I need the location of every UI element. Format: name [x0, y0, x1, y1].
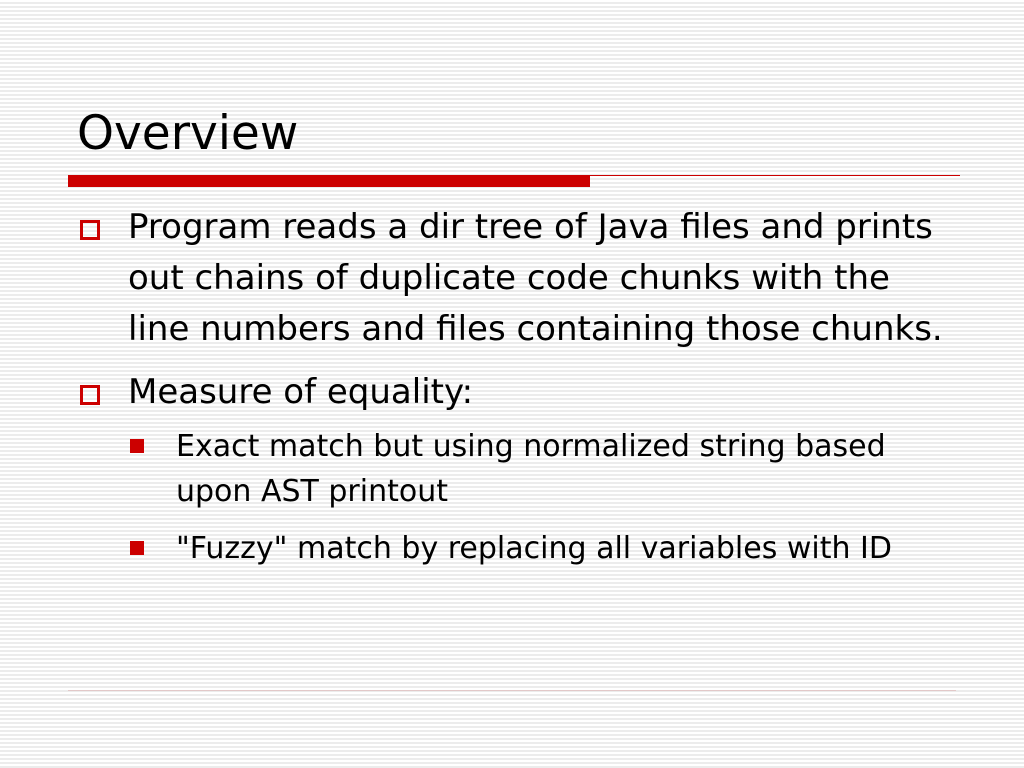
title-underline-thin	[590, 175, 960, 176]
bullet-text: Measure of equality:	[128, 372, 474, 412]
footer-divider	[68, 690, 956, 691]
sub-bullet-text: Exact match but using normalized string …	[176, 429, 886, 509]
hollow-square-bullet-icon	[80, 385, 100, 405]
title-underline-thick	[68, 175, 590, 187]
slide-title: Overview	[77, 106, 299, 161]
bullet-item-program: Program reads a dir tree of Java files a…	[76, 202, 956, 355]
hollow-square-bullet-icon	[80, 220, 100, 240]
sub-bullet-list: Exact match but using normalized string …	[128, 424, 956, 571]
sub-bullet-item-fuzzy: "Fuzzy" match by replacing all variables…	[128, 526, 956, 571]
bullet-list: Program reads a dir tree of Java files a…	[76, 202, 956, 583]
bullet-item-measure: Measure of equality: Exact match but usi…	[76, 367, 956, 571]
filled-square-bullet-icon	[130, 541, 144, 555]
sub-bullet-item-exact: Exact match but using normalized string …	[128, 424, 956, 514]
sub-bullet-text: "Fuzzy" match by replacing all variables…	[176, 531, 892, 566]
bullet-text: Program reads a dir tree of Java files a…	[128, 207, 943, 349]
filled-square-bullet-icon	[130, 439, 144, 453]
